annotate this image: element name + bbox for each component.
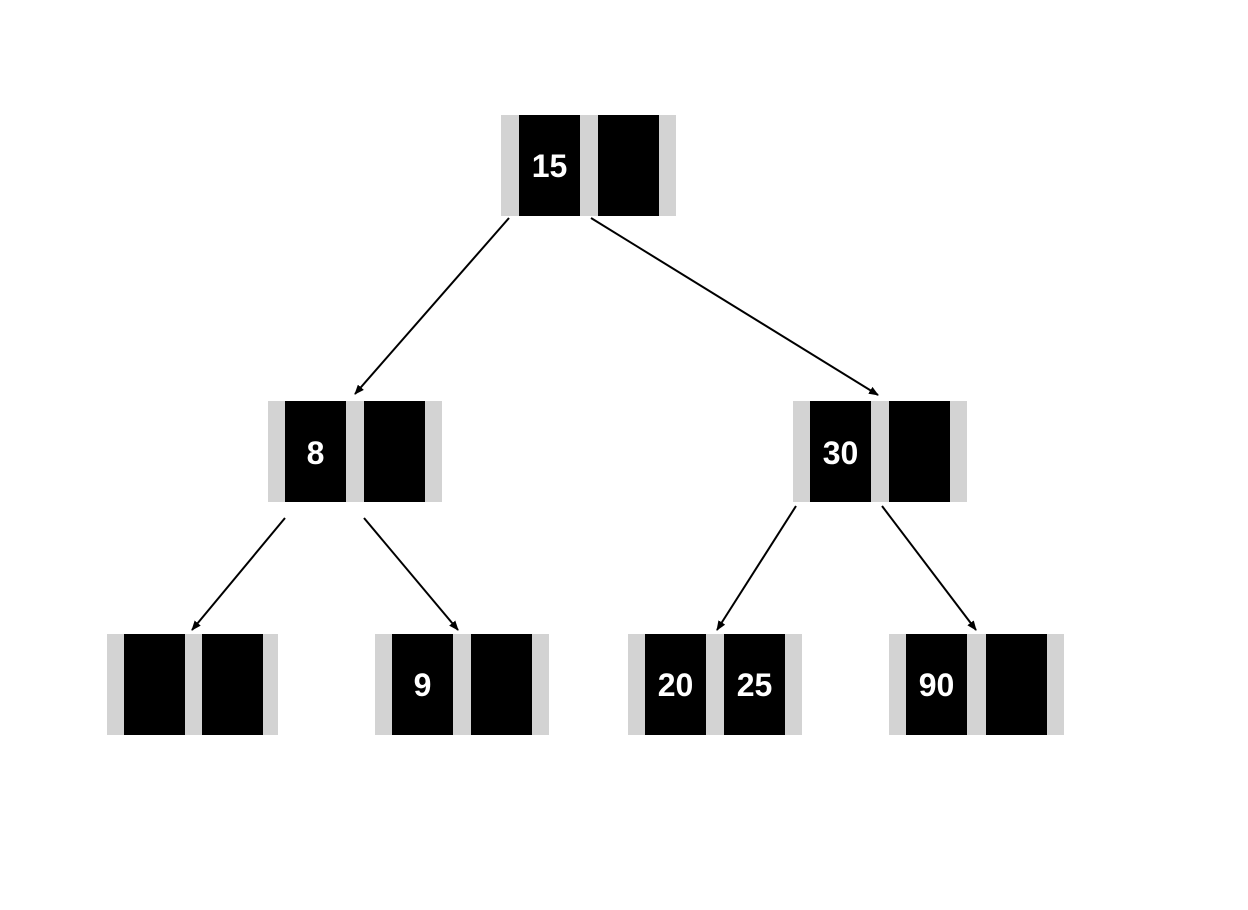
node-key: 9	[414, 667, 432, 703]
key-slot	[986, 634, 1047, 735]
edge-node-30-to-leaf-90	[881, 505, 977, 631]
tree-node-30: 30	[793, 401, 967, 502]
edge-root-to-node-8	[354, 217, 510, 395]
key-slot	[364, 401, 425, 502]
key-slot	[889, 401, 950, 502]
tree-leaf-90: 90	[889, 634, 1064, 735]
tree-leaf-empty	[107, 634, 278, 735]
node-key: 20	[658, 667, 694, 703]
key-slot	[124, 634, 185, 735]
node-key: 25	[737, 667, 773, 703]
node-key: 15	[532, 148, 568, 184]
edge-root-to-node-30	[590, 217, 879, 396]
edge-node-30-to-leaf-20-25	[716, 505, 797, 631]
edge-node-8-to-leaf-empty	[191, 517, 286, 631]
key-slot	[285, 401, 346, 502]
key-slot	[810, 401, 871, 502]
key-slot	[202, 634, 263, 735]
key-slot	[645, 634, 706, 735]
tree-node-root: 15	[501, 115, 676, 216]
key-slot	[906, 634, 967, 735]
node-key: 8	[307, 435, 325, 471]
key-slot	[471, 634, 532, 735]
key-slot	[519, 115, 580, 216]
tree-node-8: 8	[268, 401, 442, 502]
tree-leaf-9: 9	[375, 634, 549, 735]
key-slot	[724, 634, 785, 735]
edges	[191, 217, 977, 631]
edge-node-8-to-leaf-9	[363, 517, 459, 631]
node-key: 90	[919, 667, 955, 703]
key-slot	[598, 115, 659, 216]
tree-leaf-20-25: 20 25	[628, 634, 802, 735]
node-key: 30	[823, 435, 859, 471]
key-slot	[392, 634, 453, 735]
